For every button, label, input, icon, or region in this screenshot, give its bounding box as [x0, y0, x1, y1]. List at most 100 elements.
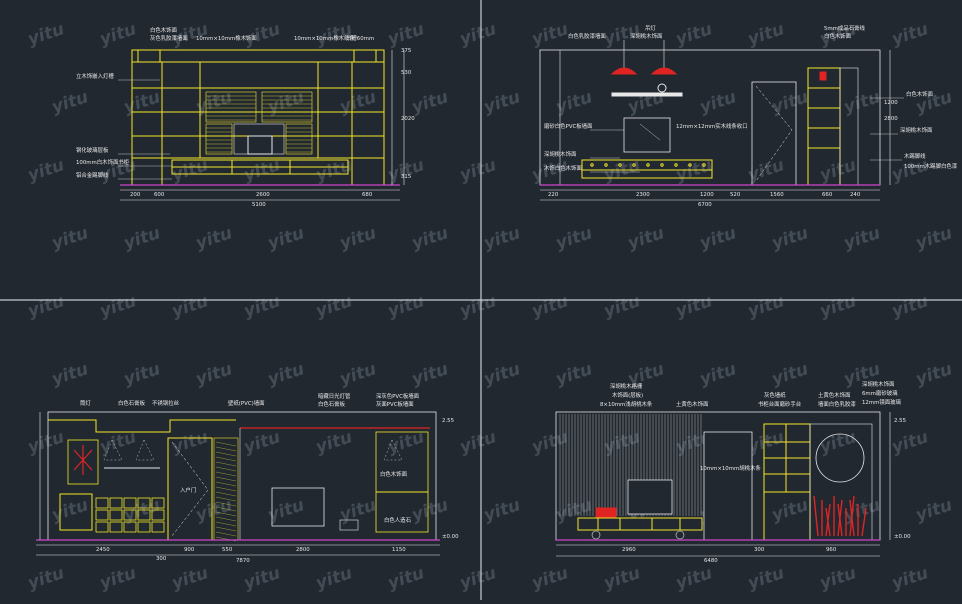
- note: 白色石膏板: [118, 399, 146, 407]
- note: 8×10mm浅胡桃木条: [600, 400, 653, 408]
- note: 100mm白木饰面书柜: [76, 158, 130, 166]
- watermark-text: yitu: [49, 87, 91, 117]
- watermark-text: yitu: [169, 563, 211, 593]
- watermark-text: yitu: [529, 291, 571, 321]
- watermark-text: yitu: [889, 427, 931, 457]
- dimension: 315: [401, 174, 411, 180]
- note: 5mm成品石膏线: [824, 24, 865, 32]
- round-mirror: [815, 433, 865, 483]
- watermark-text: yitu: [673, 19, 715, 49]
- tv-screen: [271, 487, 325, 527]
- watermark-text: yitu: [745, 291, 787, 321]
- dimension: 2960: [622, 547, 636, 553]
- dimension: 2800: [884, 116, 898, 122]
- beam-right: [353, 49, 377, 63]
- watermark-text: yitu: [457, 563, 499, 593]
- dimension: 1150: [392, 547, 406, 553]
- watermark-text: yitu: [673, 563, 715, 593]
- watermark-text: yitu: [481, 87, 523, 117]
- dimension: 2450: [96, 547, 110, 553]
- dimension: 7870: [236, 558, 250, 564]
- level-mark: ±0.00: [442, 534, 459, 540]
- watermark-text: yitu: [457, 19, 499, 49]
- watermark-text: yitu: [481, 359, 523, 389]
- media-cabinet: [581, 159, 713, 179]
- watermark-text: yitu: [601, 291, 643, 321]
- watermark-text: yitu: [265, 359, 307, 389]
- note: 白色木饰面: [824, 32, 852, 40]
- note: 白色乳胶漆墙面: [568, 32, 606, 40]
- watermark-text: yitu: [169, 427, 211, 457]
- niche-right: [375, 431, 429, 533]
- watermark-text: yitu: [385, 563, 427, 593]
- watermark-text: yitu: [697, 223, 739, 253]
- note: 深胡桃木饰面: [630, 32, 663, 40]
- note: 木饰面(层板): [612, 391, 643, 399]
- wall-outline: [47, 411, 437, 541]
- watermark-text: yitu: [745, 155, 787, 185]
- note: 书柜台面磨砂手台: [758, 400, 801, 408]
- note: 10mm×10mm橡木饰面: [196, 34, 257, 42]
- dimension: 2020: [401, 116, 415, 122]
- pendant-lamps: [610, 40, 683, 97]
- watermark-text: yitu: [385, 19, 427, 49]
- note: 100mm木踢脚白色漆: [904, 162, 958, 170]
- note: 壁纸(PVC)墙面: [228, 399, 265, 407]
- watermark-text: yitu: [697, 87, 739, 117]
- note: 凹槽60mm: [346, 34, 374, 42]
- watermark-text: yitu: [385, 155, 427, 185]
- watermark-text: yitu: [121, 495, 163, 525]
- watermark-text: yitu: [97, 19, 139, 49]
- dimension-lines: [36, 50, 891, 557]
- watermark-text: yitu: [841, 223, 883, 253]
- dimension: 2600: [256, 192, 270, 198]
- watermark-text: yitu: [817, 155, 859, 185]
- dimension: 375: [401, 48, 411, 54]
- leader-lines: [118, 79, 904, 180]
- tv-screen: [623, 117, 671, 153]
- note: 土黄色木饰面: [818, 391, 851, 399]
- note: 白色人造石: [384, 516, 412, 524]
- watermark-text: yitu: [25, 427, 67, 457]
- watermark-text: yitu: [481, 223, 523, 253]
- watermark-text: yitu: [409, 359, 451, 389]
- note: 深胡桃木饰面: [900, 126, 933, 134]
- watermark-text: yitu: [313, 291, 355, 321]
- watermark-text: yitu: [553, 87, 595, 117]
- column: [703, 431, 753, 541]
- watermark-text: yitu: [457, 427, 499, 457]
- watermark-text: yitu: [49, 495, 91, 525]
- watermark-text: yitu: [193, 359, 235, 389]
- note: 白色木饰面: [906, 90, 934, 98]
- stainless-hatch: [215, 441, 237, 542]
- red-plant: [813, 495, 867, 537]
- dimension: 530: [401, 70, 412, 76]
- level-mark: 2.55: [442, 418, 454, 424]
- note: 10mm×10mm橡木线条: [294, 34, 355, 42]
- watermark-text: yitu: [49, 359, 91, 389]
- tv-cabinet: [577, 517, 703, 531]
- watermark-text: yitu: [121, 223, 163, 253]
- watermark-text: yitu: [409, 87, 451, 117]
- level-mark: ±0.00: [894, 534, 911, 540]
- elevation-bottom-right: [555, 411, 881, 541]
- cabinet-left: [59, 493, 93, 531]
- dimension: 6700: [698, 202, 712, 208]
- dimension: 300: [156, 556, 167, 562]
- note: 12mm×12mm实木线条收口: [676, 122, 748, 130]
- watermark-text: yitu: [841, 87, 883, 117]
- watermark-text: yitu: [121, 87, 163, 117]
- watermark-text: yitu: [49, 223, 91, 253]
- watermark-text: yitu: [25, 563, 67, 593]
- dimension: 520: [730, 192, 741, 198]
- tv-screen: [247, 135, 273, 155]
- dimension: 1200: [884, 100, 898, 106]
- watermark-text: yitu: [913, 495, 955, 525]
- dimension: 1560: [770, 192, 784, 198]
- dimension: 240: [850, 192, 861, 198]
- dimension: 200: [130, 192, 141, 198]
- watermark-text: yitu: [193, 223, 235, 253]
